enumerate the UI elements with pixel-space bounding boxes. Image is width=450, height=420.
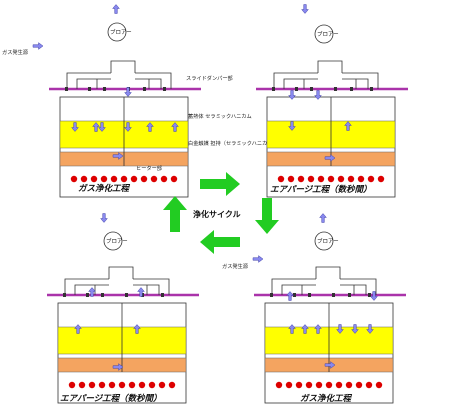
cycle-arrow-down xyxy=(255,198,279,234)
unit-top-left xyxy=(47,59,203,199)
blower-bottom-left: ブロアー xyxy=(103,231,128,251)
unit-bottom-left xyxy=(45,265,201,405)
gas-source-label: ガス発生源 xyxy=(2,48,29,56)
heater-label: ヒーター部 xyxy=(136,164,162,172)
damper-label: スライドダンパー部 xyxy=(186,74,233,82)
svg-text:ブロアー: ブロアー xyxy=(317,30,339,38)
svg-text:ブロアー: ブロアー xyxy=(106,237,128,245)
unit-top-right xyxy=(254,59,410,199)
unit1-title: ガス浄化工程 xyxy=(78,183,131,194)
unit2-title: エアパージ工程（数秒間） xyxy=(270,184,372,195)
cycle-arrow-up xyxy=(163,196,187,232)
svg-text:ブロアー: ブロアー xyxy=(110,28,132,36)
unit4-title: ガス浄化工程 xyxy=(300,393,353,404)
gas-source-label-2: ガス発生源 xyxy=(222,262,249,270)
regenerator-label: 蓄熱体 セラミックハニカム xyxy=(188,112,252,120)
svg-text:ブロアー: ブロアー xyxy=(317,237,339,245)
unit-bottom-right xyxy=(252,265,408,405)
cycle-arrow-left xyxy=(200,230,240,254)
cycle-arrow-right xyxy=(200,172,240,196)
blower-bottom-right: ブロアー xyxy=(314,231,339,251)
blower-top-left: ブロアー xyxy=(107,22,132,42)
catalyst-label: 白金触媒 担持（セラミックハニカム） xyxy=(188,139,278,147)
unit3-title: エアパージ工程（数秒間） xyxy=(60,393,162,404)
cycle-label: 浄化サイクル xyxy=(193,209,241,219)
blower-top-right: ブロアー xyxy=(314,24,339,44)
